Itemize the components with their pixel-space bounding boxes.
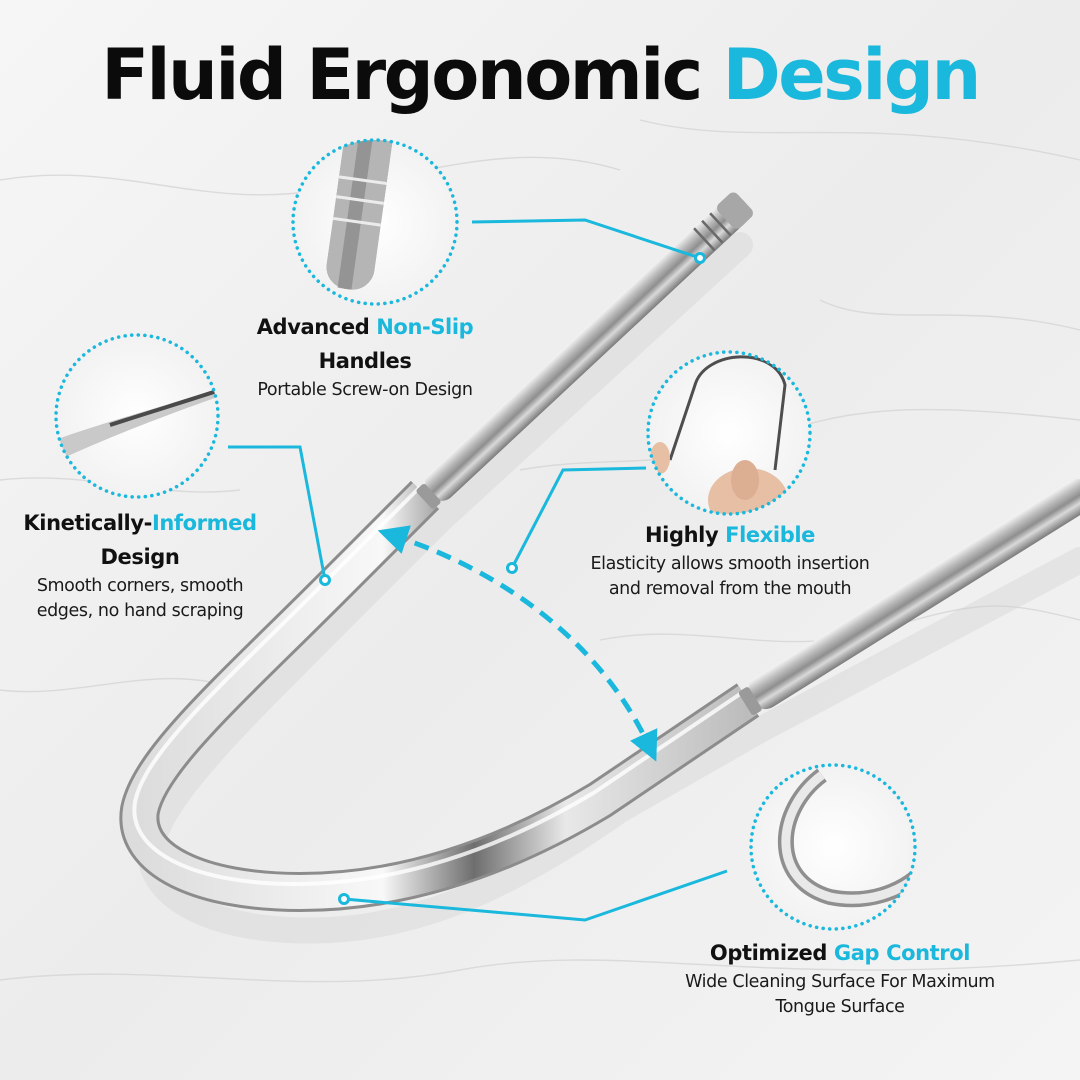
feature-heading: Highly Flexible — [645, 523, 815, 547]
feature-handles: Advanced Non-Slip Handles Portable Screw… — [215, 310, 515, 403]
title-accent: Design — [722, 34, 982, 116]
zoom-circle-handles — [291, 138, 459, 306]
feature-description-line2: Tongue Surface — [775, 997, 905, 1017]
connector-lines — [228, 218, 728, 922]
page-title: Fluid Ergonomic Design — [0, 30, 1080, 120]
feature-heading-line2: Handles — [318, 349, 412, 373]
zoom-circle-gap — [749, 763, 917, 931]
product-reflection — [136, 232, 1080, 944]
scraper-band — [119, 480, 760, 913]
feature-heading-line2: Design — [100, 545, 180, 569]
flex-arrow — [377, 525, 658, 762]
lower-handle — [738, 478, 1080, 715]
connector-dots — [319, 252, 706, 905]
zoom-circle-flexible — [646, 350, 812, 516]
title-main: Fluid Ergonomic — [101, 34, 703, 116]
upper-handle — [416, 192, 753, 509]
feature-description: Portable Screw-on Design — [257, 380, 473, 400]
feature-gap: Optimized Gap Control Wide Cleaning Surf… — [640, 936, 1040, 1020]
zoom-circle-kinetic — [54, 333, 220, 499]
feature-description-line1: Elasticity allows smooth insertion — [590, 554, 870, 574]
feature-kinetic: Kinetically-Informed Design Smooth corne… — [0, 506, 280, 624]
feature-heading: Advanced Non-Slip — [256, 315, 474, 339]
feature-description-line2: and removal from the mouth — [608, 579, 852, 599]
feature-description-line2: edges, no hand scraping — [36, 601, 244, 621]
feature-heading: Optimized Gap Control — [709, 941, 971, 965]
feature-description-line1: Wide Cleaning Surface For Maximum — [685, 972, 995, 992]
feature-description-line1: Smooth corners, smooth — [36, 576, 244, 596]
feature-heading: Kinetically-Informed — [23, 511, 257, 535]
feature-flexible: Highly Flexible Elasticity allows smooth… — [555, 518, 905, 602]
